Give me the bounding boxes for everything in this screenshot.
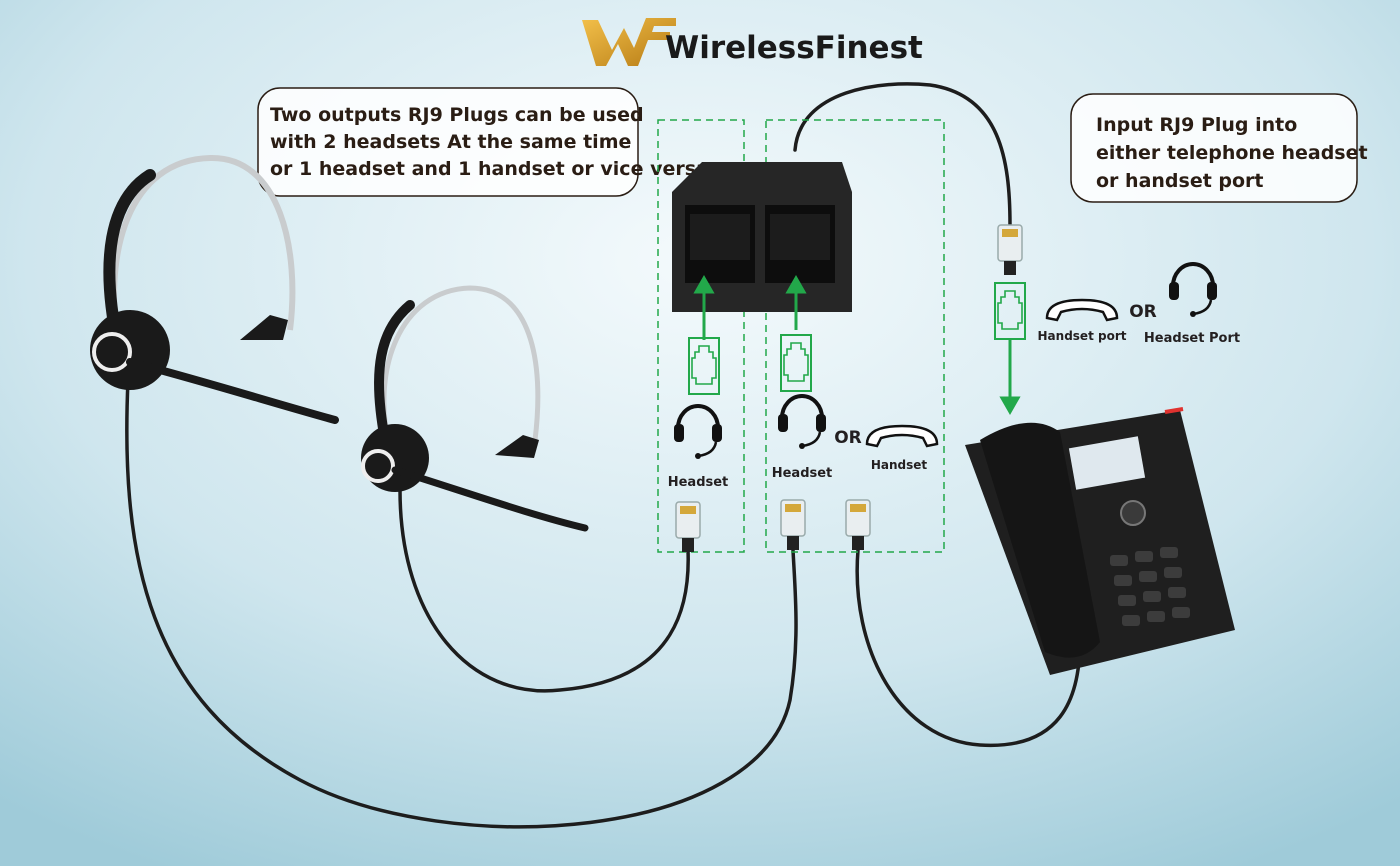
- brand-name: WirelessFinest: [665, 30, 923, 66]
- callout-line: Input RJ9 Plug into: [1096, 114, 1297, 136]
- wf-logo-mark: [582, 18, 676, 66]
- label-handset-port: Handset port: [1038, 329, 1127, 343]
- callout-line: with 2 headsets At the same time: [270, 131, 631, 153]
- label-handset: Handset: [871, 458, 928, 472]
- label-headset-a: Headset: [668, 475, 729, 490]
- desk-phone: [965, 407, 1235, 675]
- output-b-box: [765, 119, 945, 553]
- label-headset-b: Headset: [772, 466, 833, 481]
- headset-large: [90, 154, 339, 424]
- label-or: OR: [834, 428, 862, 448]
- callout-input: Input RJ9 Plug into either telephone hea…: [1070, 93, 1368, 203]
- callout-line: or handset port: [1096, 170, 1264, 192]
- callout-line: or 1 headset and 1 handset or vice versa: [270, 158, 709, 180]
- output-a-box: [657, 119, 745, 553]
- callout-outputs: Two outputs RJ9 Plugs can be used with 2…: [257, 87, 709, 197]
- headset-small: [361, 285, 589, 532]
- brand-logo: WirelessFinest: [582, 18, 923, 66]
- label-headset-port: Headset Port: [1144, 331, 1240, 346]
- cables: [125, 82, 1082, 829]
- rj9-splitter: [672, 162, 852, 312]
- callout-line: Two outputs RJ9 Plugs can be used: [270, 104, 644, 126]
- callout-line: either telephone headset: [1096, 142, 1368, 164]
- green-arrows: [693, 274, 1021, 416]
- label-or: OR: [1129, 302, 1157, 322]
